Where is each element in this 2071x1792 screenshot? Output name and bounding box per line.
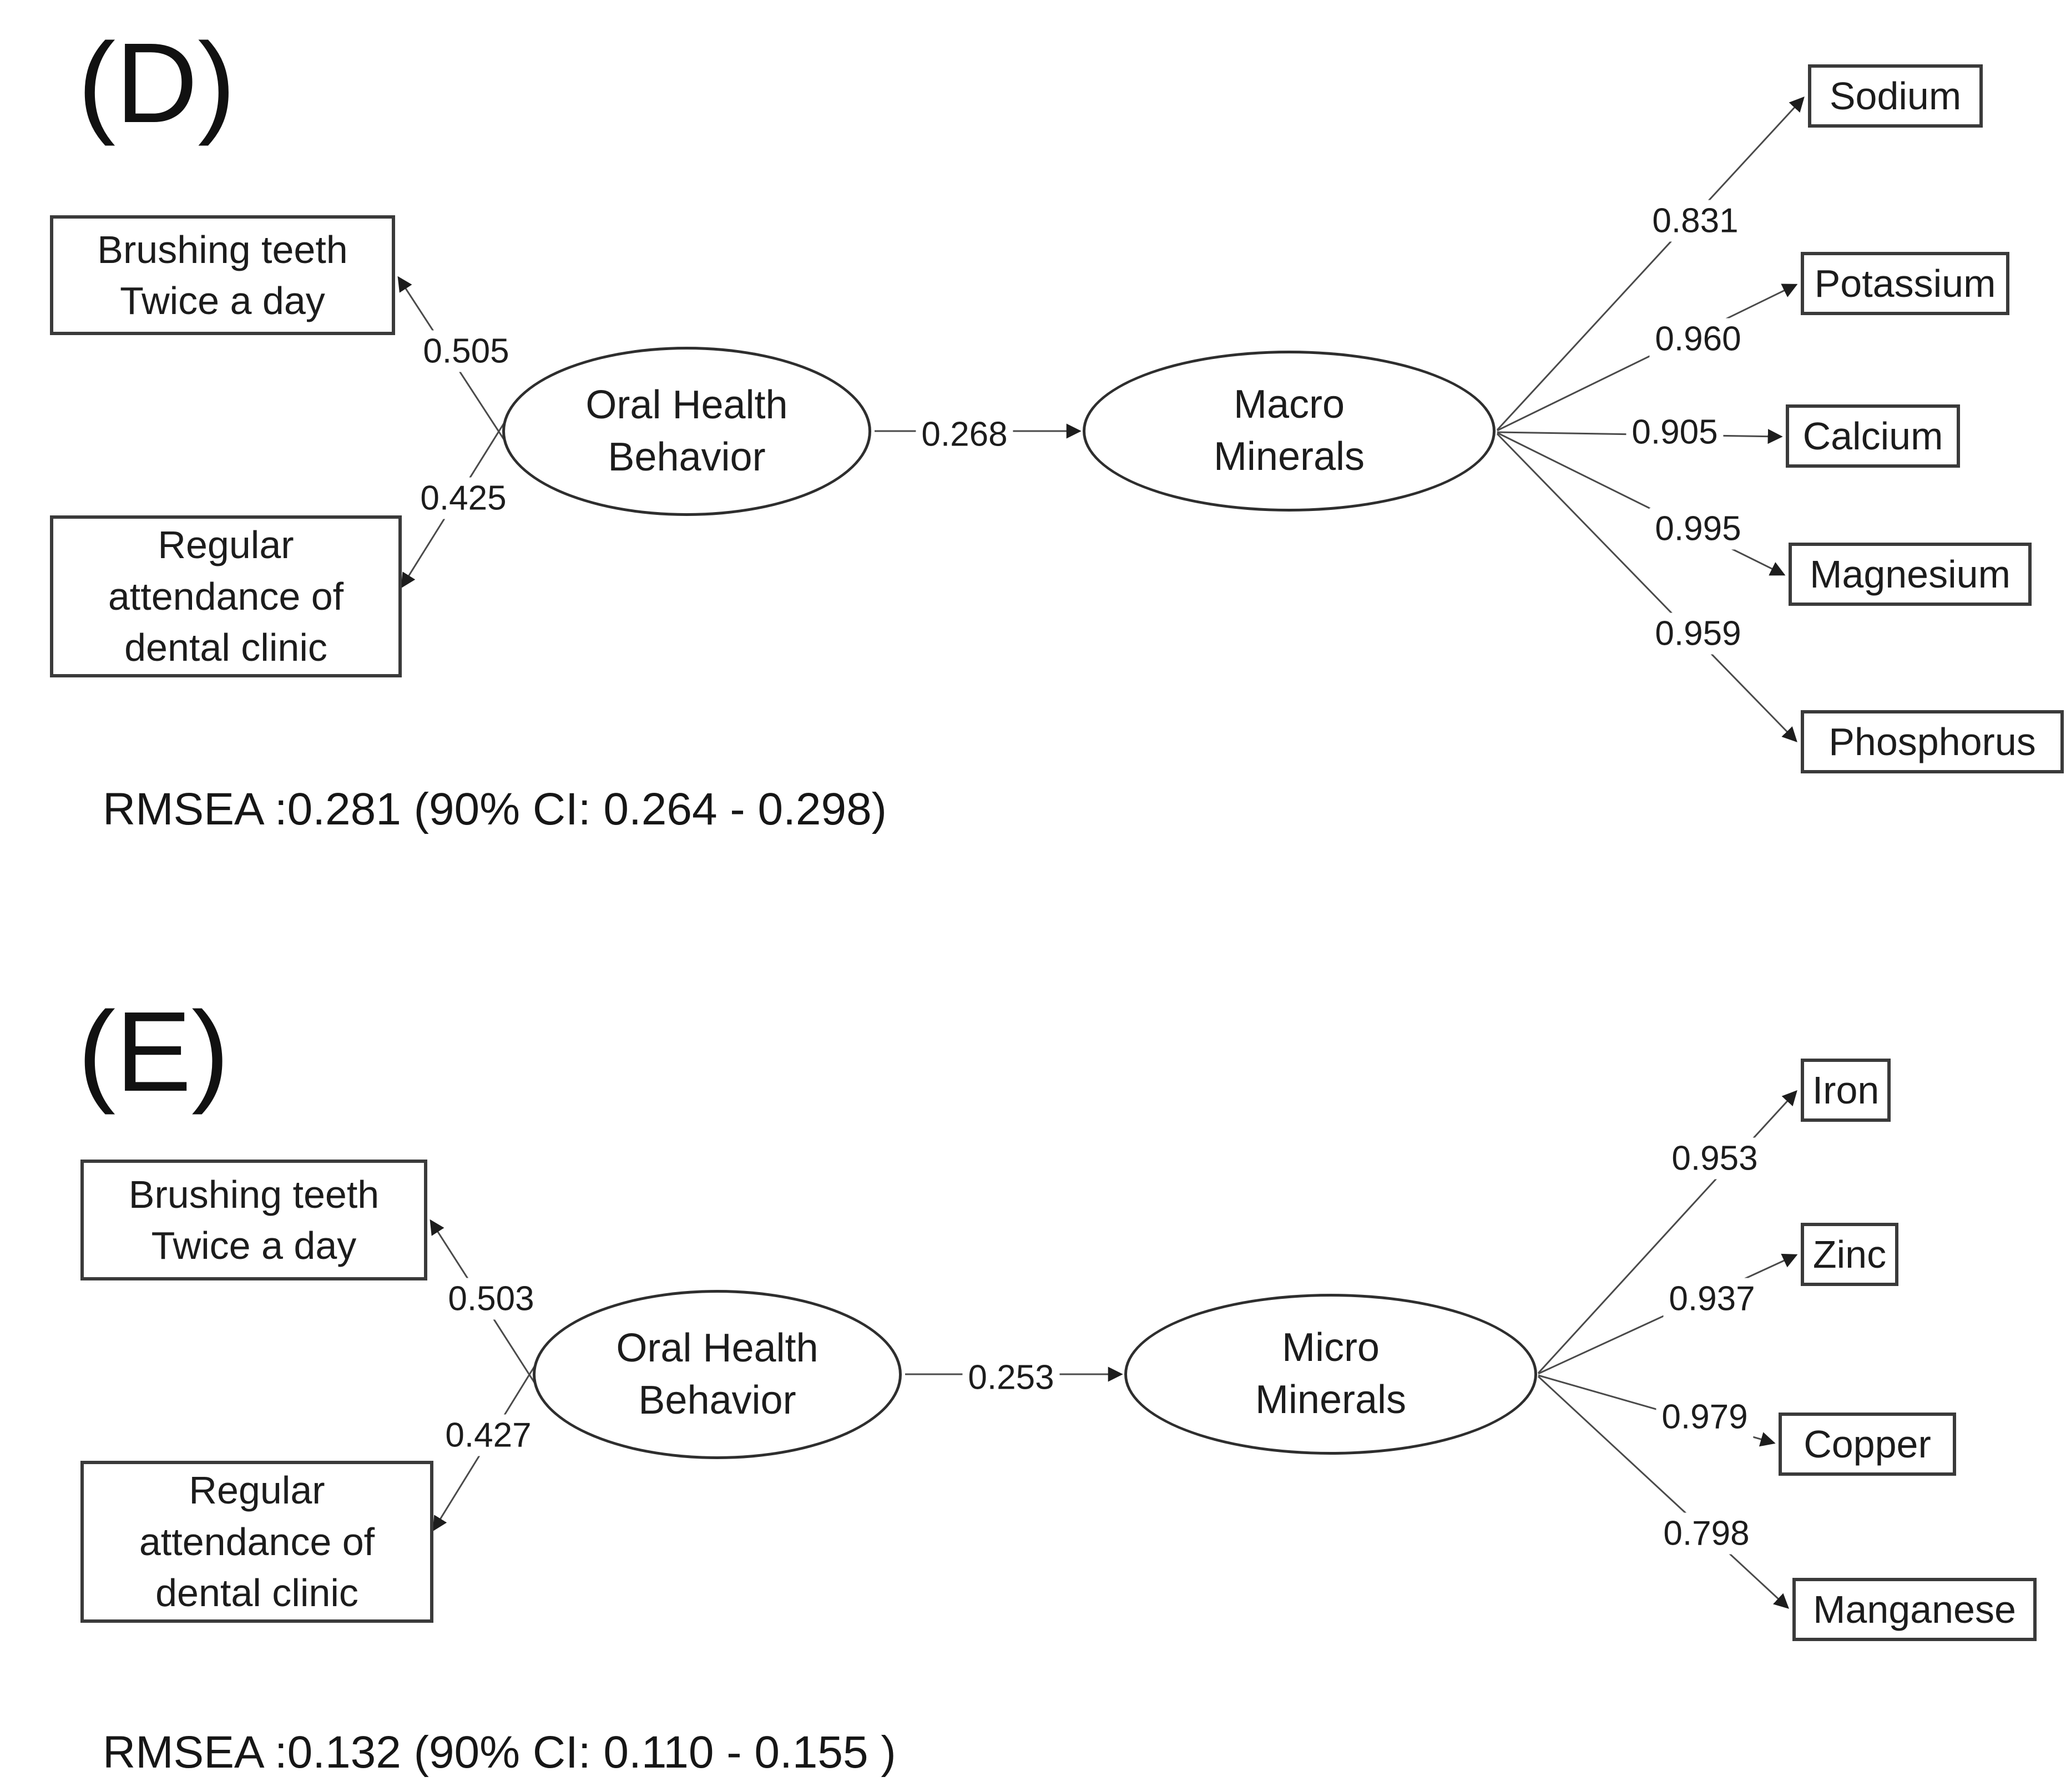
- indicator-box-magnesium: Magnesium: [1789, 543, 2032, 606]
- fit-statistic-e: RMSEA :0.132 (90% CI: 0.110 - 0.155 ): [103, 1727, 896, 1778]
- indicator-box-dental-clinic-d: Regular attendance of dental clinic: [50, 515, 402, 677]
- latent-oral-health-behavior-e: Oral Health Behavior: [533, 1290, 902, 1459]
- indicator-box-phosphorus: Phosphorus: [1801, 710, 2064, 773]
- latent-micro-minerals: Micro Minerals: [1124, 1294, 1537, 1455]
- loading-dental-clinic-d: 0.425: [415, 477, 512, 519]
- loading-iron: 0.953: [1666, 1137, 1764, 1180]
- loading-zinc: 0.937: [1663, 1278, 1761, 1320]
- arrow-to-sodium: [1496, 97, 1805, 431]
- loading-brushing-d: 0.505: [417, 330, 515, 372]
- loading-phosphorus: 0.959: [1649, 612, 1747, 655]
- indicator-box-brushing-e: Brushing teeth Twice a day: [80, 1160, 427, 1280]
- arrow-to-phosphorus: [1496, 433, 1797, 742]
- indicator-box-manganese: Manganese: [1792, 1578, 2037, 1641]
- indicator-box-sodium: Sodium: [1808, 64, 1983, 128]
- latent-oral-health-behavior-d: Oral Health Behavior: [502, 347, 871, 516]
- loading-potassium: 0.960: [1649, 318, 1747, 360]
- loading-brushing-e: 0.503: [442, 1278, 540, 1320]
- arrow-to-potassium: [1497, 284, 1798, 432]
- arrow-to-manganese: [1537, 1375, 1789, 1609]
- loading-copper: 0.979: [1656, 1396, 1754, 1438]
- arrow-to-magnesium: [1497, 432, 1786, 576]
- path-coefficient-d: 0.268: [916, 413, 1013, 455]
- path-coefficient-e: 0.253: [962, 1356, 1060, 1399]
- indicator-box-calcium: Calcium: [1786, 404, 1960, 468]
- loading-sodium: 0.831: [1646, 200, 1744, 242]
- fit-statistic-d: RMSEA :0.281 (90% CI: 0.264 - 0.298): [103, 784, 887, 834]
- indicator-box-potassium: Potassium: [1801, 252, 2009, 315]
- panel-label-e: (E): [78, 988, 230, 1115]
- loading-dental-clinic-e: 0.427: [440, 1414, 537, 1456]
- arrow-to-iron: [1537, 1090, 1797, 1374]
- loading-magnesium: 0.995: [1649, 508, 1747, 550]
- loading-manganese: 0.798: [1658, 1512, 1755, 1555]
- indicator-box-iron: Iron: [1801, 1059, 1891, 1122]
- indicator-box-brushing-d: Brushing teeth Twice a day: [50, 215, 395, 335]
- indicator-box-dental-clinic-e: Regular attendance of dental clinic: [80, 1461, 433, 1623]
- indicator-box-copper: Copper: [1779, 1413, 1956, 1476]
- loading-calcium: 0.905: [1626, 411, 1724, 453]
- indicator-box-zinc: Zinc: [1801, 1223, 1898, 1286]
- panel-label-d: (D): [78, 19, 236, 146]
- latent-macro-minerals: Macro Minerals: [1083, 351, 1496, 512]
